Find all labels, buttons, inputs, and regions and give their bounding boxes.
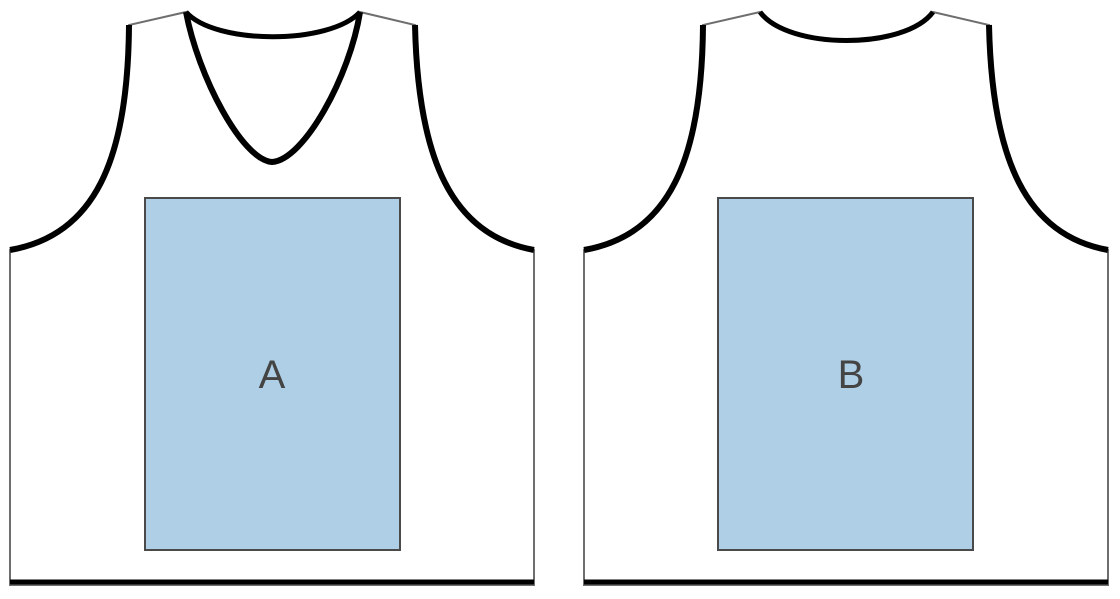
print-area-a-label: A (259, 353, 286, 397)
tank-top-front: A (9, 10, 535, 586)
print-area-a[interactable] (144, 197, 401, 551)
tank-top-front-back-neckline (184, 10, 362, 40)
tank-top-back-right-armhole-trim (986, 24, 1109, 253)
tank-top-front-left-armhole-trim (9, 24, 132, 253)
tank-top-back-left-armhole-trim (583, 24, 706, 253)
print-area-b-label: B (838, 353, 865, 397)
print-area-b[interactable] (717, 197, 974, 551)
tank-top-back-neckline-trim (757, 10, 936, 43)
tank-top-back: B (583, 10, 1109, 586)
tank-top-front-neckline-trim (183, 11, 363, 166)
tank-top-front-right-armhole-trim (412, 24, 535, 253)
